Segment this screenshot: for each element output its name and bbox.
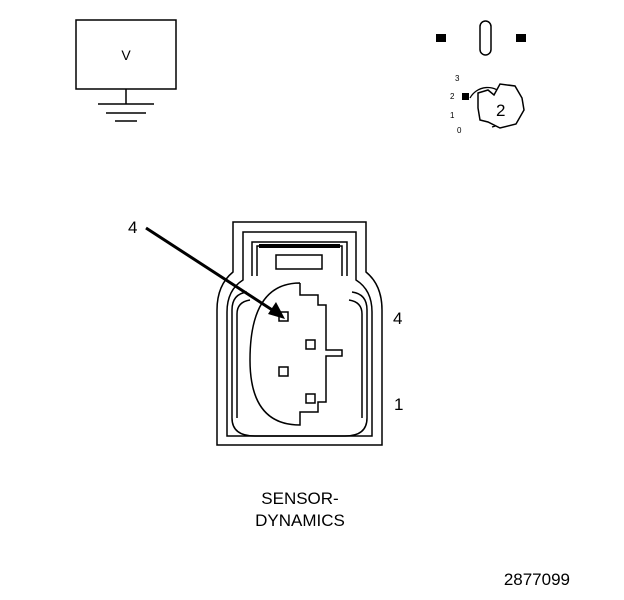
figure-id: 2877099 — [503, 570, 570, 589]
pin-label-1: 1 — [394, 395, 403, 414]
key-switch-icon: 3 2 1 0 2 — [436, 20, 526, 135]
caption-line-2: DYNAMICS — [255, 511, 345, 530]
caption-line-1: SENSOR- — [261, 489, 339, 508]
position-1-label: 1 — [450, 111, 455, 120]
position-2-label: 2 — [450, 92, 455, 101]
voltage-symbol-label: V — [121, 47, 131, 63]
key-position-number: 2 — [496, 101, 505, 120]
connector-caption: SENSOR- DYNAMICS — [200, 488, 400, 532]
pin-4-callout: 4 — [128, 218, 285, 319]
connector-face — [216, 221, 383, 446]
position-0-label: 0 — [457, 126, 462, 135]
pin-label-4: 4 — [393, 309, 402, 328]
voltage-box-symbol: V — [75, 19, 177, 122]
ground-icon — [98, 103, 154, 122]
callout-pin-number: 4 — [128, 218, 137, 237]
position-3-label: 3 — [455, 74, 460, 83]
